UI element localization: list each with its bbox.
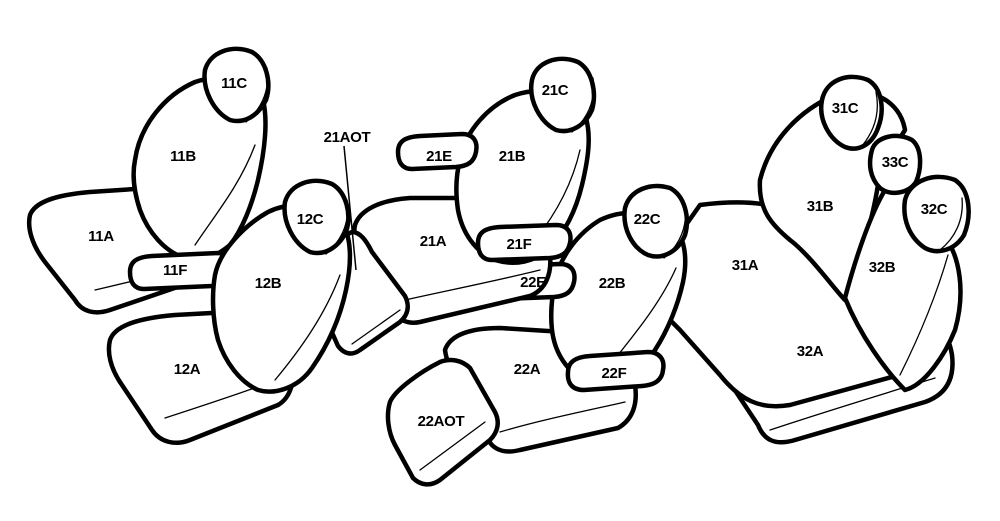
row1-left-seat	[27, 46, 271, 315]
seat-12C-headrest	[282, 178, 351, 256]
label-11A: 11A	[88, 228, 114, 245]
seat-21B-back	[454, 88, 591, 265]
seat-11C-headrest	[202, 46, 271, 124]
label-22B: 22B	[599, 275, 626, 292]
label-21F: 21F	[507, 236, 532, 253]
label-21B: 21B	[499, 148, 526, 165]
seat-21F-armrest	[475, 222, 573, 263]
seam-32B	[899, 254, 949, 376]
label-22F: 22F	[602, 365, 627, 382]
label-12B: 12B	[255, 275, 282, 292]
seat-22C-headrest	[622, 183, 690, 259]
seam-22C	[663, 203, 687, 259]
label-11F: 11F	[163, 262, 187, 279]
seam-31C	[861, 91, 878, 147]
label-33C: 33C	[882, 154, 909, 171]
label-31A: 31A	[732, 257, 759, 274]
seam-22A	[499, 401, 626, 433]
seat-32C-headrest	[902, 174, 971, 254]
label-31B: 31B	[807, 198, 834, 215]
seam-22AOT	[419, 421, 486, 471]
seam-12B	[274, 274, 341, 381]
part-labels: 11C 11B 11A 11F 12C 12B 12A 21AOT 21C 21…	[88, 75, 948, 430]
label-22A: 22A	[514, 361, 541, 378]
label-11C: 11C	[221, 75, 247, 92]
seat-31C-headrest	[818, 74, 884, 151]
label-22AOT: 22AOT	[418, 413, 465, 430]
seam-21C	[571, 77, 595, 133]
label-31C: 31C	[832, 100, 859, 117]
label-32A: 32A	[797, 343, 824, 360]
seam-21AOT	[351, 309, 401, 345]
seam-22B	[617, 267, 677, 356]
seam-11B	[194, 144, 256, 246]
seam-32C	[939, 197, 963, 251]
label-22C: 22C	[634, 211, 661, 228]
label-32C: 32C	[921, 201, 948, 218]
row3-bench	[637, 74, 971, 445]
seat-21C-headrest	[528, 56, 597, 134]
seam-21A	[404, 269, 541, 301]
seat-22F-armrest	[565, 349, 666, 393]
seat-22AOT-ottoman	[385, 357, 500, 487]
label-12A: 12A	[174, 361, 201, 378]
label-21A: 21A	[420, 233, 447, 250]
seat-21E-armrest	[395, 131, 479, 172]
label-21E: 21E	[426, 148, 452, 165]
seam-11C	[245, 67, 269, 123]
label-21AOT: 21AOT	[324, 129, 371, 146]
row2-right-seat	[385, 183, 690, 487]
leader-line-21AOT	[343, 145, 357, 271]
seam-12C	[325, 199, 349, 255]
label-11B: 11B	[170, 148, 196, 165]
row1-front-seat	[106, 178, 353, 445]
label-12C: 12C	[297, 211, 324, 228]
label-21C: 21C	[542, 82, 569, 99]
label-22E: 22E	[520, 274, 546, 291]
label-32B: 32B	[869, 259, 896, 276]
seat-11B-back	[131, 75, 268, 262]
